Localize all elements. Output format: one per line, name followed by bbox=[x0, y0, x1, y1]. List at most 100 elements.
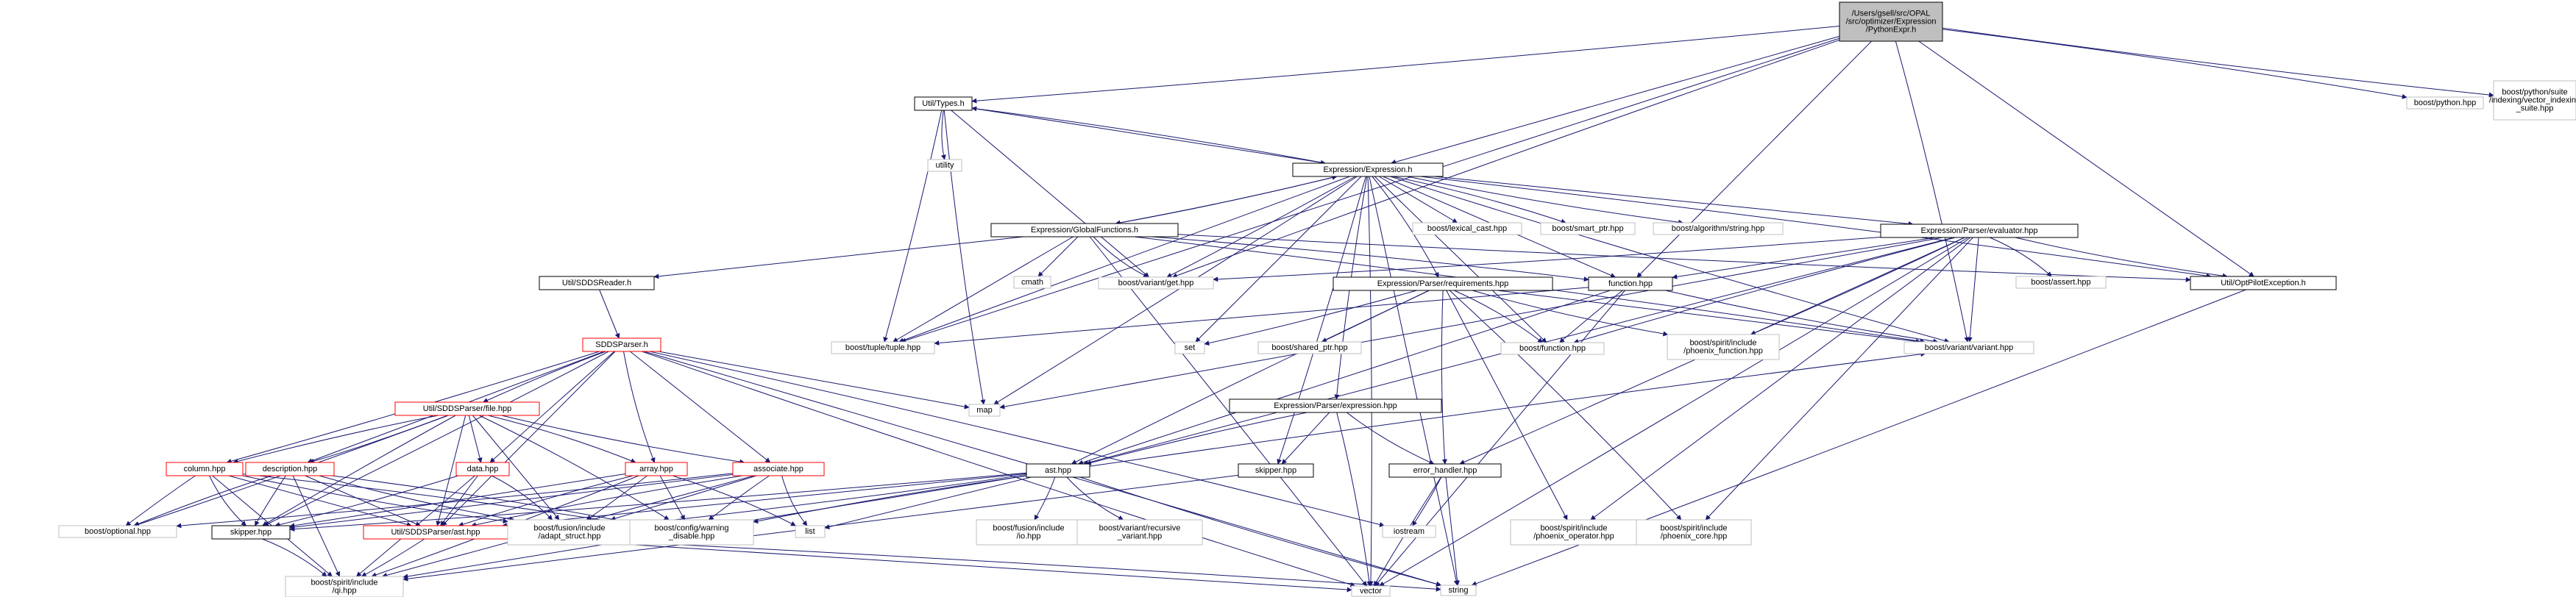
edge-requirements-to-variant bbox=[1497, 290, 1921, 344]
node-boostpython[interactable]: boost/python.hpp bbox=[2406, 96, 2484, 110]
edge-expression-to-string bbox=[1369, 176, 1459, 586]
node-box bbox=[1098, 276, 1214, 290]
node-label-line: Util/SDDSParser/ast.hpp bbox=[391, 528, 480, 537]
node-smartptr[interactable]: boost/smart_ptr.hpp bbox=[1540, 222, 1636, 235]
node-column[interactable]: column.hpp bbox=[166, 462, 244, 476]
edge-column-to-optional bbox=[125, 475, 196, 526]
node-expression[interactable]: Expression/Expression.h bbox=[1292, 162, 1444, 177]
node-boostfunction[interactable]: boost/function.hpp bbox=[1500, 342, 1605, 355]
node-box bbox=[2406, 96, 2484, 110]
edge-associate-to-configwarning bbox=[708, 475, 770, 521]
edge-array-to-skipper1 bbox=[289, 473, 626, 529]
edge-root-to-variantget bbox=[1171, 39, 1840, 279]
edge-root-to-expression bbox=[1391, 35, 1840, 165]
node-label-line: Util/SDDSReader.h bbox=[562, 279, 631, 287]
node-box bbox=[245, 462, 335, 476]
node-box bbox=[795, 525, 826, 538]
node-label-line: _variant.hpp bbox=[1117, 532, 1163, 540]
node-variantget[interactable]: boost/variant/get.hpp bbox=[1098, 276, 1214, 290]
node-label-line: utility bbox=[935, 161, 954, 170]
node-sharedptr[interactable]: boost/shared_ptr.hpp bbox=[1257, 341, 1362, 354]
node-globalfunctions[interactable]: Expression/GlobalFunctions.h bbox=[990, 223, 1179, 237]
node-qi[interactable]: boost/spirit/include/qi.hpp bbox=[285, 576, 404, 597]
edge-ast-to-variant bbox=[1089, 351, 1926, 467]
node-variant[interactable]: boost/variant/variant.hpp bbox=[1903, 341, 2034, 354]
node-label-line: boost/python.hpp bbox=[2414, 99, 2476, 107]
node-root[interactable]: /Users/gsell/src/OPAL/src/optimizer/Expr… bbox=[1839, 1, 1943, 42]
node-sddsast[interactable]: Util/SDDSParser/ast.hpp bbox=[363, 525, 508, 540]
edge-globalfunctions-to-variantget bbox=[1093, 236, 1149, 278]
node-boostassert[interactable]: boost/assert.hpp bbox=[2015, 276, 2107, 289]
edge-description-to-sddsast bbox=[305, 475, 421, 526]
node-box bbox=[2190, 276, 2337, 290]
node-phoenixcore[interactable]: boost/spirit/include/phoenix_core.hpp bbox=[1636, 519, 1752, 546]
node-filehpp[interactable]: Util/SDDSParser/file.hpp bbox=[394, 401, 540, 416]
node-optional[interactable]: boost/optional.hpp bbox=[58, 525, 177, 538]
node-label-line: boost/fusion/include bbox=[533, 523, 605, 532]
node-label-line: boost/optional.hpp bbox=[85, 527, 151, 536]
node-ast[interactable]: ast.hpp bbox=[1026, 463, 1090, 478]
node-box bbox=[1880, 224, 2079, 238]
node-sddsreader[interactable]: Util/SDDSReader.h bbox=[539, 276, 655, 290]
edge-requirements-to-ast bbox=[1071, 290, 1430, 465]
node-map[interactable]: map bbox=[968, 404, 1001, 417]
node-vecindexing[interactable]: boost/python/suite/indexing/vector_index… bbox=[2489, 80, 2576, 121]
node-label-line: boost/spirit/include bbox=[1660, 523, 1727, 532]
node-tuple[interactable]: boost/tuple/tuple.hpp bbox=[831, 341, 935, 354]
edge-expression-to-lexical bbox=[1378, 176, 1458, 224]
node-label-line: SDDSParser.h bbox=[595, 340, 648, 349]
node-label-line: /phoenix_function.hpp bbox=[1683, 346, 1763, 355]
node-box bbox=[285, 576, 404, 597]
node-configwarning[interactable]: boost/config/warning_disable.hpp bbox=[629, 519, 754, 546]
node-types[interactable]: Util/Types.h bbox=[914, 96, 973, 111]
edge-expression-to-skipper2 bbox=[1277, 176, 1366, 465]
node-exprhpp[interactable]: Expression/Parser/expression.hpp bbox=[1229, 398, 1442, 413]
node-set[interactable]: set bbox=[1174, 341, 1205, 354]
node-utility[interactable]: utility bbox=[927, 159, 962, 172]
edge-exprhpp-to-errorhandler bbox=[1346, 412, 1435, 465]
edge-array-to-sddsast bbox=[458, 475, 634, 527]
node-box bbox=[1588, 276, 1673, 291]
edge-description-to-optional bbox=[133, 475, 272, 526]
node-description[interactable]: description.hpp bbox=[245, 462, 335, 476]
edge-expression-to-variant bbox=[1390, 176, 1950, 343]
node-optpilotexc[interactable]: Util/OptPilotException.h bbox=[2190, 276, 2337, 290]
edge-evaluator-to-phoenixoperator bbox=[1590, 237, 1971, 521]
node-phoenixoperator[interactable]: boost/spirit/include/phoenix_operator.hp… bbox=[1510, 519, 1638, 546]
node-cmath[interactable]: cmath bbox=[1013, 276, 1051, 289]
edge-associate-to-skipper1 bbox=[289, 473, 734, 530]
edge-requirements-to-phoenixoperator bbox=[1446, 290, 1568, 521]
edge-array-to-list bbox=[672, 475, 796, 526]
node-vector[interactable]: vector bbox=[1351, 585, 1391, 597]
edge-globalfunctions-to-cmath bbox=[1037, 236, 1079, 277]
edge-globalfunctions-to-function bbox=[1152, 236, 1589, 282]
node-recursivevariant[interactable]: boost/variant/recursive_variant.hpp bbox=[1076, 519, 1203, 546]
node-label-line: /io.hpp bbox=[1016, 532, 1040, 540]
node-iostream[interactable]: iostream bbox=[1382, 525, 1436, 538]
node-array[interactable]: array.hpp bbox=[625, 462, 688, 476]
node-algostring[interactable]: boost/algorithm/string.hpp bbox=[1653, 222, 1784, 235]
node-skipper1[interactable]: skipper.hpp bbox=[211, 525, 291, 540]
node-requirements[interactable]: Expression/Parser/requirements.hpp bbox=[1333, 276, 1553, 291]
node-errorhandler[interactable]: error_handler.hpp bbox=[1388, 463, 1502, 478]
node-function[interactable]: function.hpp bbox=[1588, 276, 1673, 291]
node-box bbox=[1333, 276, 1553, 291]
edge-array-to-adaptstruct bbox=[586, 475, 647, 521]
edge-expression-to-algostring bbox=[1407, 176, 1684, 225]
node-string[interactable]: string bbox=[1440, 585, 1477, 596]
node-skipper2[interactable]: skipper.hpp bbox=[1238, 463, 1314, 478]
node-label-line: vector bbox=[1360, 587, 1382, 596]
node-label-line: set bbox=[1185, 343, 1196, 352]
node-associate[interactable]: associate.hpp bbox=[732, 462, 825, 476]
node-adaptstruct[interactable]: boost/fusion/include/adapt_struct.hpp bbox=[507, 519, 632, 546]
edge-data-to-skipper1 bbox=[274, 475, 459, 527]
node-box bbox=[629, 519, 754, 546]
edge-description-to-adaptstruct bbox=[319, 475, 515, 522]
node-data[interactable]: data.hpp bbox=[455, 462, 510, 476]
node-list[interactable]: list bbox=[795, 525, 826, 538]
node-phoenixfunction[interactable]: boost/spirit/include/phoenix_function.hp… bbox=[1667, 334, 1780, 360]
node-lexical[interactable]: boost/lexical_cast.hpp bbox=[1412, 222, 1522, 235]
node-fusionio[interactable]: boost/fusion/include/io.hpp bbox=[976, 519, 1082, 546]
node-sddsparser[interactable]: SDDSParser.h bbox=[582, 337, 661, 352]
node-evaluator[interactable]: Expression/Parser/evaluator.hpp bbox=[1880, 224, 2079, 238]
